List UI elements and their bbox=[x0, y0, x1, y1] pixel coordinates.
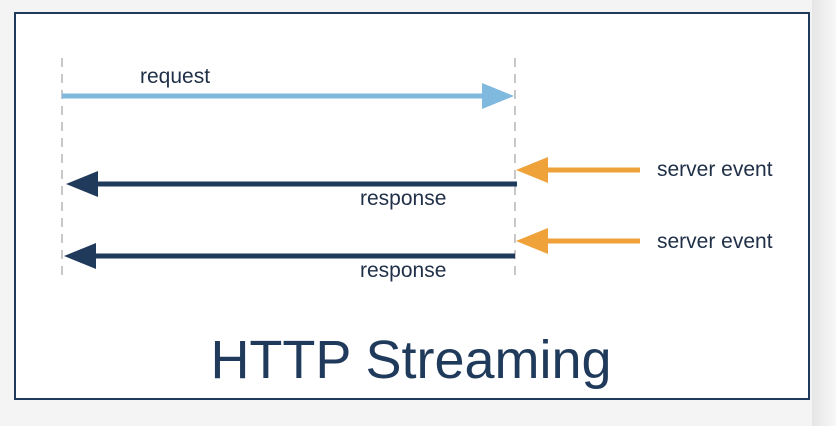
server-event-arrow-1 bbox=[516, 157, 640, 183]
server-event-label-1: server event bbox=[657, 158, 773, 181]
response-label-2: response bbox=[360, 259, 446, 282]
diagram-title: HTTP Streaming bbox=[210, 330, 611, 390]
request-label: request bbox=[140, 65, 210, 88]
response-arrow-1 bbox=[66, 171, 517, 197]
server-event-label-2: server event bbox=[657, 230, 773, 253]
page-shadow bbox=[812, 0, 836, 426]
response-arrow-2 bbox=[64, 243, 515, 269]
diagram-frame bbox=[14, 12, 810, 400]
response-label-1: response bbox=[360, 187, 446, 210]
server-event-arrow-2 bbox=[516, 228, 640, 254]
request-arrow bbox=[62, 83, 514, 109]
